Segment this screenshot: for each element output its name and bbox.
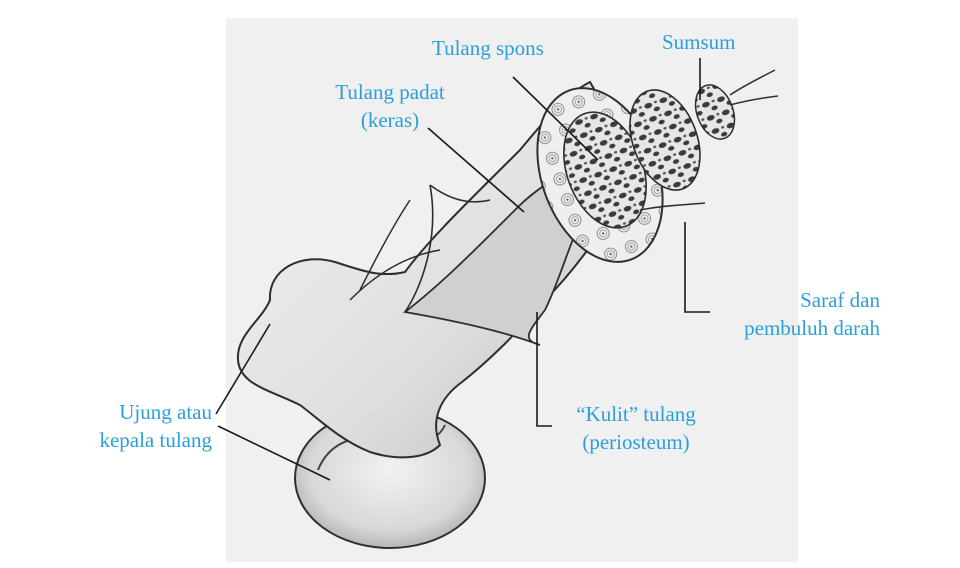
- label-tulang-spons: Tulang spons: [432, 34, 544, 62]
- periosteum-flap: [402, 166, 591, 346]
- label-kulit-line2: (periosteum): [582, 430, 690, 454]
- marrow-core: [694, 84, 736, 140]
- label-tulang-padat: Tulang padat (keras): [320, 78, 460, 134]
- label-saraf-line2: pembuluh darah: [744, 316, 880, 340]
- label-kulit-tulang: “Kulit” tulang (periosteum): [556, 400, 716, 456]
- label-sumsum-text: Sumsum: [662, 30, 736, 54]
- leader-kulit: [536, 312, 552, 427]
- nerves-vessels: [349, 69, 779, 301]
- leader-saraf: [684, 222, 710, 313]
- label-saraf-line1: Saraf dan: [800, 288, 880, 312]
- leader-tulang-spons: [512, 76, 599, 161]
- label-ujung-line1: Ujung atau: [119, 400, 212, 424]
- label-ujung-tulang: Ujung atau kepala tulang: [60, 398, 212, 454]
- leader-tulang-padat: [427, 127, 525, 213]
- leader-ujung-1: [215, 323, 271, 415]
- label-kulit-line1: “Kulit” tulang: [576, 402, 696, 426]
- label-tulang-padat-line2: (keras): [360, 108, 420, 132]
- leader-lines: [215, 58, 710, 481]
- label-tulang-spons-text: Tulang spons: [432, 36, 544, 60]
- leader-ujung-2: [217, 425, 331, 481]
- label-saraf: Saraf dan pembuluh darah: [710, 286, 880, 342]
- label-ujung-line2: kepala tulang: [99, 428, 212, 452]
- label-tulang-padat-line1: Tulang padat: [335, 80, 445, 104]
- label-sumsum: Sumsum: [662, 28, 736, 56]
